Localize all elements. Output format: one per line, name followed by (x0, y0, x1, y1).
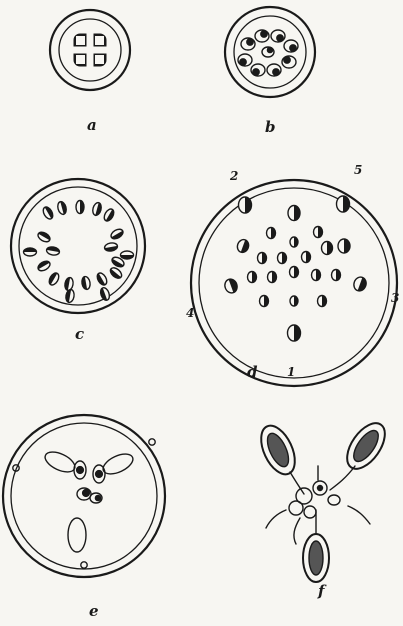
figure-c-cell (81, 276, 91, 290)
figure-c-cell (109, 227, 124, 240)
figure-c-cell (46, 246, 60, 256)
figure-e-label: e (89, 604, 99, 619)
figure-d-cell (278, 253, 287, 264)
figure-d-cell (352, 275, 368, 292)
figure-d-cell (258, 253, 267, 264)
figure-d-cell (248, 272, 257, 283)
figure-c-cell (41, 205, 54, 220)
figure-c-cell (65, 289, 75, 303)
figure-c-cell (99, 287, 111, 302)
figure-b-label: b (265, 120, 276, 135)
figure-c-label: c (75, 327, 84, 342)
figure-d-cell (314, 227, 323, 238)
figure-c-cells (24, 201, 134, 304)
figure-d-cell (288, 325, 301, 341)
figure-d-cell (239, 197, 252, 213)
figure-a-cross-cell (74, 34, 106, 66)
figure-d-number-3: 3 (391, 292, 399, 304)
figure-d-number-1: 1 (287, 366, 295, 378)
figure-d-cell (338, 239, 350, 253)
figure-d-cell (318, 296, 327, 307)
figure-d-label: d (247, 365, 258, 380)
figure-c-cell (121, 251, 134, 259)
figure-d-cells (223, 196, 368, 341)
figure-d-cell (290, 296, 298, 306)
figure-c-cell (36, 230, 51, 243)
figure-d-cell (236, 238, 251, 254)
figure-d-number-4: 4 (186, 307, 194, 319)
figure-c-cell (47, 271, 60, 286)
figure-c-cell (36, 259, 51, 272)
figure-d-cell (267, 228, 276, 239)
figure-d-number-2: 2 (230, 170, 238, 182)
figure-e-section (3, 415, 165, 577)
figure-c-cell (102, 207, 115, 222)
figure-c-section (11, 179, 145, 313)
figure-d-cell (302, 252, 311, 263)
figure-f-label: f (318, 584, 324, 599)
figure-c-cell (56, 201, 67, 216)
figure-c-cell (64, 277, 74, 291)
figure-d-number-5: 5 (354, 164, 362, 176)
figure-d-cell (290, 237, 298, 247)
figure-c-cell (91, 202, 102, 217)
figure-d-cell (260, 296, 269, 307)
figure-d-cell (322, 242, 333, 255)
figure-d-cell (288, 206, 300, 221)
figure-d-cell (290, 267, 299, 278)
figure-f-section (254, 417, 392, 582)
figure-c-cell (76, 201, 84, 214)
figure-c-cell (108, 266, 123, 280)
figure-d-section (191, 180, 397, 386)
figure-d-cell (312, 270, 321, 281)
figure-d-cell (337, 196, 350, 212)
figure-b-cluster (238, 30, 298, 76)
figure-a-label: a (87, 118, 97, 133)
figure-a-section (50, 10, 130, 90)
figure-b-section (225, 7, 315, 97)
figure-d-cell (332, 270, 341, 281)
figure-c-cell (95, 271, 108, 286)
figure-d-cell (268, 272, 277, 283)
figure-c-cell (24, 248, 37, 256)
figure-c-cell (104, 242, 118, 252)
figure-d-cell (223, 277, 239, 294)
